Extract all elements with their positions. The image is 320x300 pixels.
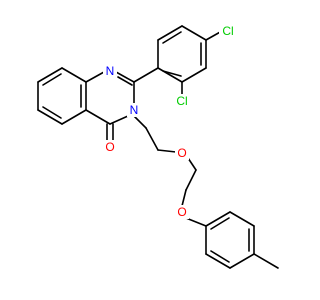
bond: [109, 115, 129, 125]
bond: [185, 217, 207, 227]
label-bg: [219, 24, 237, 38]
label-bg: [127, 103, 141, 117]
bond: [85, 71, 105, 83]
bond: [37, 67, 63, 83]
bond: [181, 189, 187, 207]
bond: [162, 70, 182, 77]
atom-ether-o1-label: O: [177, 146, 186, 160]
label-bg: [103, 140, 117, 154]
bond: [162, 31, 182, 44]
bond: [133, 115, 147, 129]
bond: [61, 109, 87, 125]
bond: [205, 211, 231, 227]
bond: [133, 67, 159, 83]
atom-cl2-label: Cl: [176, 94, 187, 108]
structure-canvas: N N O O O Cl Cl: [37, 24, 279, 269]
bond: [37, 109, 63, 125]
bond: [253, 253, 279, 269]
molecule-structure: N N O O O Cl Cl: [37, 24, 279, 269]
bond: [185, 169, 197, 191]
bond: [181, 67, 207, 83]
bond: [210, 217, 230, 230]
bond: [117, 76, 133, 86]
atom-n3-label: N: [130, 103, 139, 117]
bond: [85, 109, 111, 125]
bond: [181, 25, 207, 41]
bond: [157, 149, 177, 153]
bond: [145, 127, 159, 151]
bond: [210, 250, 230, 263]
bond: [42, 73, 62, 86]
bond: [205, 253, 231, 269]
label-bg: [175, 205, 189, 219]
atom-labels: N N O O O Cl Cl: [103, 24, 237, 219]
bond: [229, 211, 255, 227]
bond: [42, 106, 62, 119]
label-bg: [103, 64, 117, 78]
label-bg: [175, 146, 189, 160]
bond: [115, 71, 135, 83]
atom-ether-o2-label: O: [177, 205, 186, 219]
bond: [157, 25, 183, 41]
atom-n1-label: N: [106, 64, 115, 78]
bonds: [37, 25, 279, 269]
atom-cl1-label: Cl: [222, 24, 233, 38]
bond: [187, 157, 197, 171]
label-bg: [173, 94, 191, 108]
bond: [229, 253, 255, 269]
atom-carbonyl-o-label: O: [105, 140, 114, 154]
bond: [61, 67, 87, 83]
bond: [157, 67, 183, 83]
